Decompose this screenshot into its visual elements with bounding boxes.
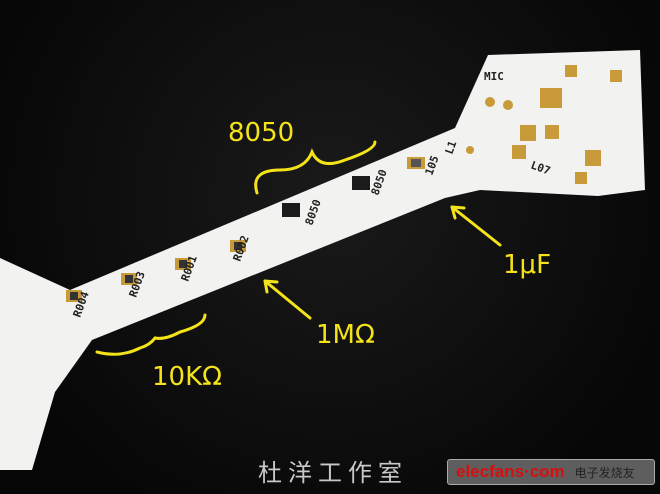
watermark-brand: elecfans·com [456,462,565,481]
brace-10k [95,313,207,356]
resistors [66,240,246,302]
arrow-1uf [450,205,502,247]
watermark-cn: 电子发烧友 [574,465,635,480]
svg-text:L1: L1 [443,139,460,156]
capacitor [407,157,425,169]
pcb-board [0,50,645,470]
label-1m: 1MΩ [316,320,375,350]
arrow-1m [263,279,312,320]
svg-text:MIC: MIC [484,70,504,83]
svg-text:105: 105 [423,154,442,177]
watermark: elecfans·com 电子发烧友 [447,459,655,485]
label-10k: 10KΩ [152,362,223,392]
mic-pads [466,65,622,184]
annotation-marks [95,140,502,356]
transistors [282,176,370,217]
label-8050: 8050 [228,118,295,148]
svg-text:L07: L07 [529,159,552,178]
studio-caption: 杜洋工作室 [258,459,408,487]
brace-8050 [254,140,377,195]
label-1uf: 1μF [503,250,552,280]
